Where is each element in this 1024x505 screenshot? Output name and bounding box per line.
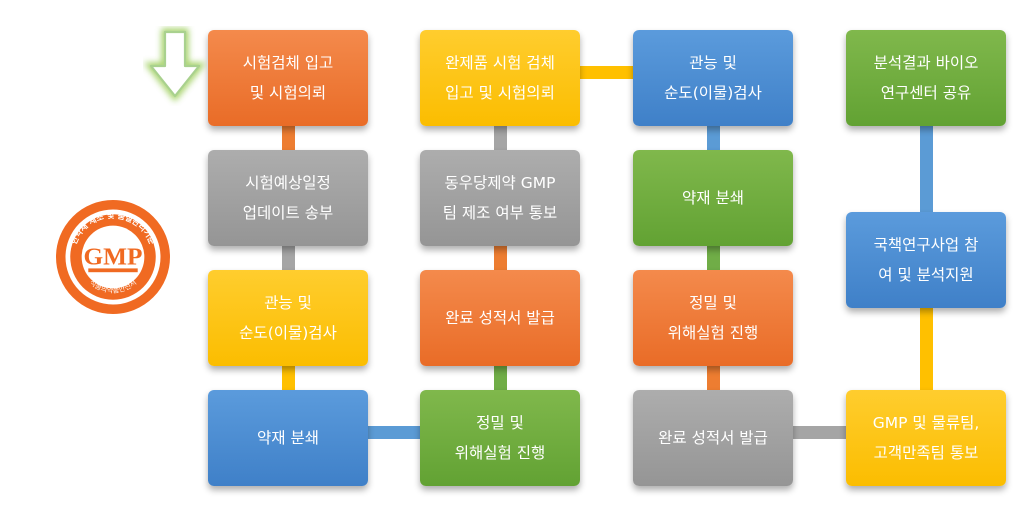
connector-n8-n9 — [576, 65, 637, 79]
gmp-seal-main-text: GMP — [84, 244, 143, 271]
flow-step-label: 순도(이물)검사 — [664, 84, 762, 102]
gmp-seal-icon: 한약재 제조 및 품질관리기준 GMP 식품의약품안전처 — [56, 200, 170, 314]
connector-n4-n5 — [364, 425, 424, 439]
flow-step-label: 약재 분쇄 — [257, 429, 319, 447]
flow-step-n10: 약재 분쇄 — [633, 150, 793, 246]
connector-n12-n13 — [789, 425, 850, 439]
flow-step-label: 및 시험의뢰 — [249, 84, 327, 102]
connector-n11-n12 — [706, 362, 720, 394]
flow-step-label: 관능 및 — [689, 54, 737, 72]
flow-step-n13: GMP 및 물류팀, 고객만족팀 통보 — [846, 390, 1006, 486]
flow-step-label: 팀 제조 여부 통보 — [442, 204, 558, 222]
flow-step-label: 정밀 및 — [689, 294, 737, 312]
connector-n1-n2 — [281, 122, 295, 154]
flow-step-n12: 완료 성적서 발급 — [633, 390, 793, 486]
flow-step-n7: 동우당제약 GMP 팀 제조 여부 통보 — [420, 150, 580, 246]
connector-n5-n6 — [493, 362, 507, 394]
connector-n13-n14 — [919, 304, 933, 394]
flow-step-label: 고객만족팀 통보 — [873, 444, 979, 462]
flow-step-label: 위해실험 진행 — [454, 444, 546, 462]
flow-step-label: 시험검체 입고 — [242, 54, 334, 72]
flow-step-label: 완료 성적서 발급 — [445, 309, 555, 327]
flow-step-label: 분석결과 바이오 — [873, 54, 979, 72]
flow-step-label: 약재 분쇄 — [682, 189, 744, 207]
connector-n10-n11 — [706, 242, 720, 274]
flow-step-label: 동우당제약 GMP — [444, 174, 556, 192]
connector-n2-n3 — [281, 242, 295, 274]
connector-n14-n15 — [919, 122, 933, 216]
connector-n6-n7 — [493, 242, 507, 274]
connector-n3-n4 — [281, 362, 295, 394]
flow-step-label: 완료 성적서 발급 — [658, 429, 768, 447]
arrow-down-icon — [143, 28, 207, 102]
flow-step-label: 시험예상일정 — [245, 174, 331, 192]
flow-step-label: 정밀 및 — [476, 414, 524, 432]
flow-step-label: 여 및 분석지원 — [878, 266, 974, 284]
connector-n7-n8 — [493, 122, 507, 154]
flow-step-label: 관능 및 — [264, 294, 312, 312]
flow-step-label: 국책연구사업 참 — [873, 236, 979, 254]
flow-step-label: 입고 및 시험의뢰 — [445, 84, 555, 102]
flow-step-label: GMP 및 물류팀, — [872, 414, 980, 432]
flow-step-label: 업데이트 송부 — [242, 204, 334, 222]
flow-step-n4: 약재 분쇄 — [208, 390, 368, 486]
flow-step-n6: 완료 성적서 발급 — [420, 270, 580, 366]
flow-step-label: 완제품 시험 검체 — [445, 54, 555, 72]
connector-n9-n10 — [706, 122, 720, 154]
flow-step-label: 순도(이물)검사 — [239, 324, 337, 342]
flow-step-label: 연구센터 공유 — [880, 84, 972, 102]
flow-step-label: 위해실험 진행 — [667, 324, 759, 342]
